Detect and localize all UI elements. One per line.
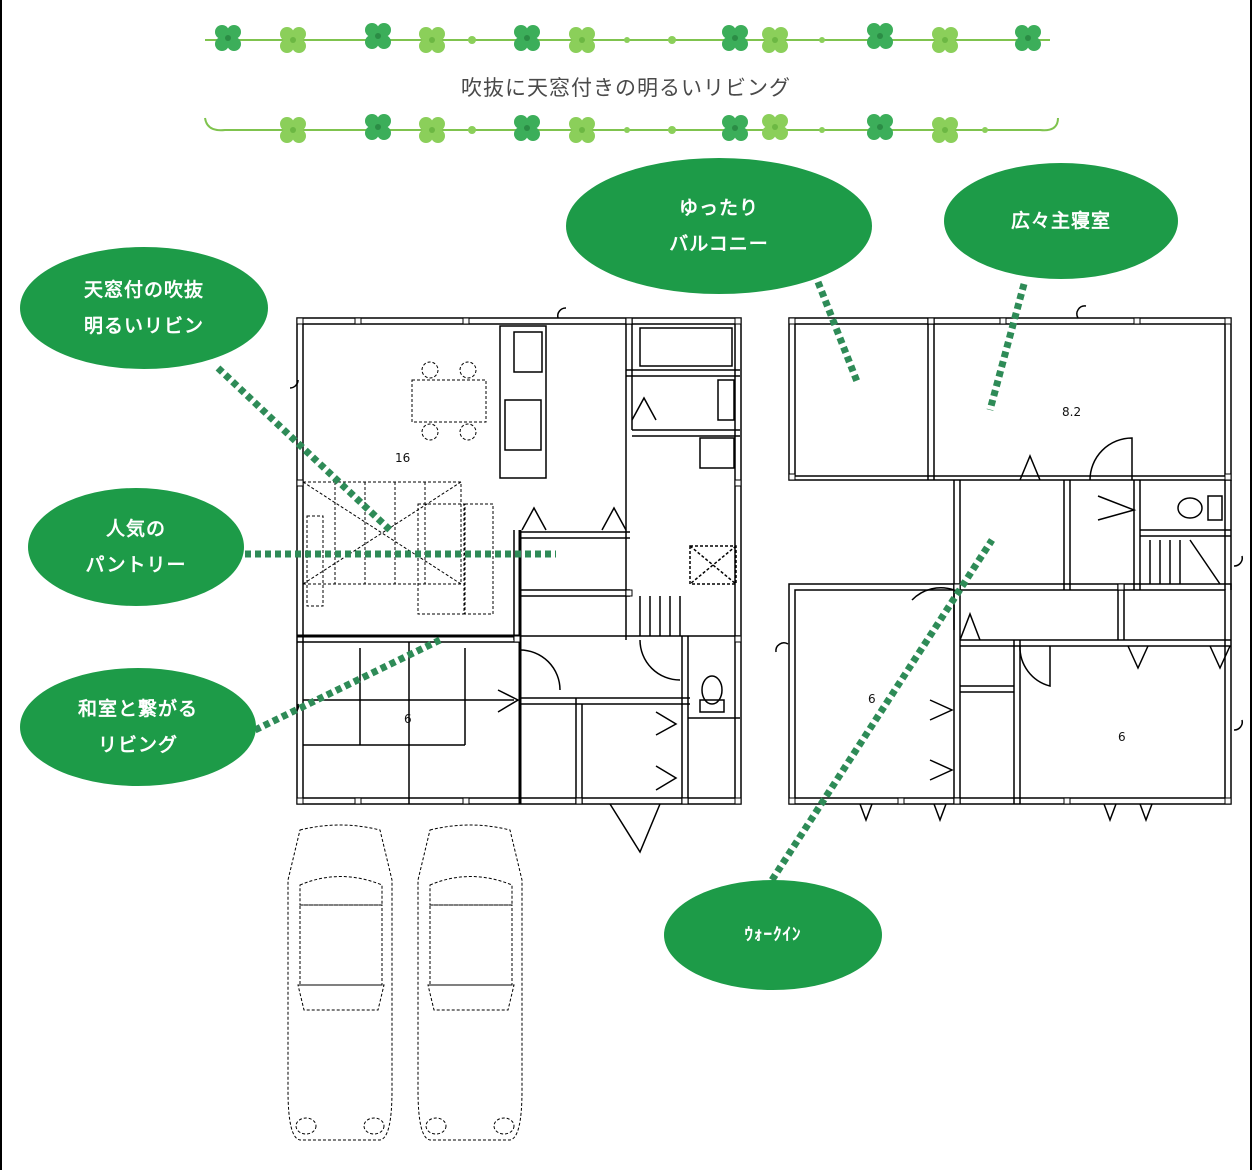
callout-tenmado-line2: 明るいリビン bbox=[83, 315, 204, 337]
parking-cars bbox=[287, 824, 523, 1141]
room-size-2f-right: 6 bbox=[1118, 730, 1126, 744]
room-size-ldk: 16 bbox=[395, 451, 411, 465]
callout-balcony: ゆったり バルコニー bbox=[566, 158, 872, 294]
callout-tenmado: 天窓付の吹抜 明るいリビン bbox=[20, 247, 268, 369]
page-title: 吹抜に天窓付きの明るいリビング bbox=[461, 76, 791, 100]
callout-washitsu: 和室と繋がる リビング bbox=[20, 668, 256, 786]
callout-balcony-line1: ゆったり bbox=[678, 196, 759, 219]
room-size-master: 8.2 bbox=[1062, 405, 1082, 419]
room-size-2f-left: 6 bbox=[868, 692, 876, 706]
clover-garland-top bbox=[205, 23, 1050, 53]
callout-washitsu-line2: リビング bbox=[97, 734, 178, 756]
room-size-washitsu: 6 bbox=[404, 712, 412, 726]
leader-lines bbox=[215, 280, 1028, 882]
leader-tenmado bbox=[215, 365, 393, 533]
second-floor-plan bbox=[775, 305, 1243, 823]
leader-washitsu bbox=[253, 636, 442, 734]
callout-master-line1: 広々主寝室 bbox=[1010, 209, 1111, 232]
callout-pantry: 人気の パントリー bbox=[28, 488, 244, 606]
callout-tenmado-line1: 天窓付の吹抜 bbox=[83, 278, 204, 301]
second-floor-column-marks bbox=[788, 317, 1232, 805]
callout-walkin-line1: ｳｫｰｸｲﾝ bbox=[744, 924, 802, 945]
leader-balcony bbox=[814, 280, 862, 386]
callout-balcony-line2: バルコニー bbox=[669, 233, 769, 255]
clover-garland-bottom bbox=[204, 114, 1059, 143]
first-floor-plan bbox=[289, 307, 742, 854]
leader-walkin bbox=[769, 538, 995, 882]
first-floor-column-marks bbox=[296, 317, 742, 805]
callout-pantry-line2: パントリー bbox=[85, 554, 187, 576]
callout-walkin: ｳｫｰｸｲﾝ bbox=[664, 880, 882, 990]
callout-washitsu-line1: 和室と繋がる bbox=[77, 697, 198, 720]
callout-pantry-line1: 人気の bbox=[105, 517, 166, 540]
callout-master-bedroom: 広々主寝室 bbox=[944, 163, 1178, 279]
leader-master bbox=[986, 283, 1028, 411]
